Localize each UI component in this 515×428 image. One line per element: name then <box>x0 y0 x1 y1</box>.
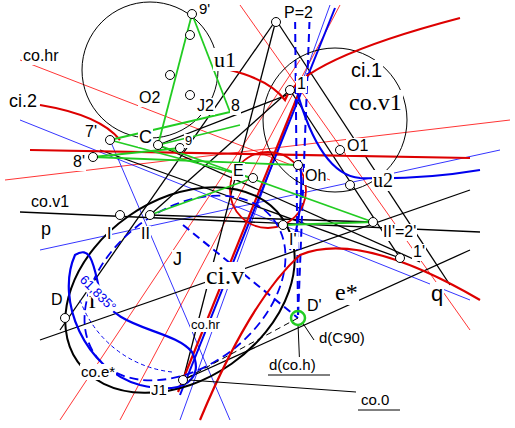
point-label: p <box>40 220 52 239</box>
point-label: II <box>140 226 151 243</box>
point-label: d(C90) <box>318 330 366 346</box>
point-label: I' <box>288 232 298 249</box>
black-ellipse <box>26 145 334 428</box>
point-label: J2 <box>196 98 215 115</box>
point-label: D' <box>306 298 323 315</box>
point-label: co.v1 <box>30 194 70 211</box>
point-markers <box>61 10 405 385</box>
point-label: 7' <box>84 124 98 141</box>
point-label: E <box>232 163 245 180</box>
point-label: co.0 <box>360 392 390 408</box>
point-label: P=2 <box>283 5 314 22</box>
point-label: O2 <box>138 90 161 107</box>
point-label: D <box>50 292 64 309</box>
blue-lines <box>180 8 335 395</box>
green-lines <box>93 14 373 225</box>
point-label: ci.2 <box>8 92 38 111</box>
blue-curve-right <box>296 88 480 178</box>
point-label: co.hr <box>190 318 221 332</box>
point-label: u2 <box>372 170 394 191</box>
point-label: ci.v <box>205 262 245 289</box>
point-label: I <box>106 226 112 243</box>
point-label: e* <box>334 280 359 305</box>
point-label: co.v1 <box>348 90 403 115</box>
point-label: 8 <box>230 98 241 115</box>
black-lines <box>20 20 480 380</box>
leader-lines <box>183 318 400 410</box>
red-lines <box>30 90 470 392</box>
point-label: 8' <box>72 154 86 171</box>
red-curve-top <box>230 18 460 100</box>
point-label: 1' <box>412 244 426 261</box>
point-label: u1 <box>213 48 237 71</box>
thin-blue-lines <box>20 5 500 420</box>
point-label: O1 <box>346 138 369 155</box>
point-label: J1 <box>150 382 168 398</box>
red-curve-bottom <box>200 248 480 420</box>
point-marker-green <box>291 311 305 325</box>
point-label: 1 <box>296 76 307 93</box>
point-label: co.hr <box>22 48 60 65</box>
point-label: co.e* <box>80 364 116 380</box>
point-label: J <box>172 250 183 269</box>
point-label: ci.1 <box>350 60 383 81</box>
red-curve-left <box>40 105 120 140</box>
point-label: 9' <box>198 1 211 17</box>
blue-dashed-ellipse <box>49 158 322 419</box>
circle-ci2 <box>82 2 218 138</box>
point-label: 9 <box>184 134 193 148</box>
point-label: Oh <box>304 168 327 185</box>
point-label: q <box>430 282 444 305</box>
thin-red-lines <box>5 5 510 420</box>
point-label: C <box>138 128 153 147</box>
point-label: II'=2' <box>382 224 417 241</box>
blue-loop <box>69 252 196 388</box>
circle-ci1 <box>263 48 407 192</box>
point-label: d(co.h) <box>268 357 317 373</box>
